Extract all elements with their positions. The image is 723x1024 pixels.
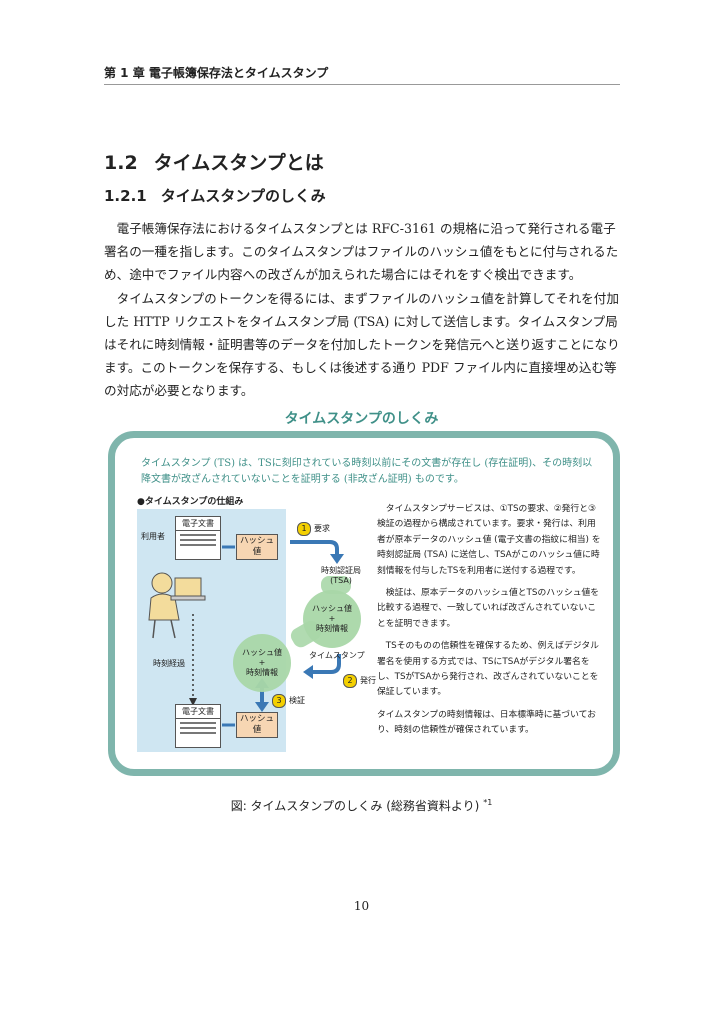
figure-description: タイムスタンプサービスは、①TSの要求、②発行と③検証の過程から構成されています… <box>377 502 602 746</box>
hash-box: ハッシュ値 <box>236 534 278 560</box>
stamp-icon <box>303 590 361 648</box>
footnote-ref[interactable]: *1 <box>483 798 493 807</box>
section-number: 1.2 <box>104 152 138 174</box>
tsa-label: 時刻認証局 (TSA) <box>321 566 361 585</box>
chapter-header: 第 1 章 電子帳簿保存法とタイムスタンプ <box>104 64 620 85</box>
stamp-hash-text: ハッシュ値 <box>312 604 352 613</box>
figure-intro: タイムスタンプ (TS) は、TSに刻印されている時刻以前にその文書が存在し (… <box>141 458 593 485</box>
subsection-number: 1.2.1 <box>104 187 147 205</box>
step-3-icon: 3 <box>272 694 286 708</box>
description-paragraph: 検証は、原本データのハッシュ値とTSのハッシュ値を比較する過程で、一致していれば… <box>377 588 600 629</box>
document-icon: 電子文書 <box>175 704 221 748</box>
diagram-graphics <box>148 540 351 727</box>
step-1-icon: 1 <box>297 522 311 536</box>
stamp-icon <box>233 634 291 692</box>
body-text: 電子帳簿保存法におけるタイムスタンプとは RFC-3161 の規格に沿って発行さ… <box>104 217 622 403</box>
caption-text: 図: タイムスタンプのしくみ (総務省資料より) <box>230 799 480 813</box>
user-figure-icon <box>148 572 206 639</box>
description-paragraph: タイムスタンプサービスは、①TSの要求、②発行と③検証の過程から構成されています… <box>377 504 601 576</box>
subsection-title: タイムスタンプのしくみ <box>160 187 326 205</box>
description-paragraph: TSそのものの信頼性を確保するため、例えばデジタル署名を使用する方式では、TSに… <box>377 641 599 698</box>
step-verify-label: 検証 <box>289 696 305 705</box>
figure-title: タイムスタンプのしくみ <box>284 411 439 427</box>
stamp-time-text: 時刻情報 <box>246 668 278 677</box>
subsection-heading: 1.2.1 タイムスタンプのしくみ <box>104 185 326 206</box>
figure-caption: 図: タイムスタンプのしくみ (総務省資料より) *1 <box>0 797 723 814</box>
stamp-contents: ハッシュ値 + 時刻情報 <box>303 604 361 634</box>
section-title: タイムスタンプとは <box>153 152 324 174</box>
elapsed-label: 時刻経過 <box>153 659 185 668</box>
paragraph: 電子帳簿保存法におけるタイムスタンプとは RFC-3161 の規格に沿って発行さ… <box>104 221 619 283</box>
hash-box: ハッシュ値 <box>236 712 278 738</box>
figure-panel: タイムスタンプ (TS) は、TSに刻印されている時刻以前にその文書が存在し (… <box>108 431 620 776</box>
document-label: 電子文書 <box>176 705 220 719</box>
user-label: 利用者 <box>141 532 165 541</box>
document-label: 電子文書 <box>176 517 220 531</box>
step-issue-label: 発行 <box>360 676 376 685</box>
stamp-contents: ハッシュ値 + 時刻情報 <box>233 648 291 678</box>
page-number: 10 <box>353 899 370 913</box>
stamp-plus: + <box>258 658 266 667</box>
description-paragraph: タイムスタンプの時刻情報は、日本標準時に基づいており、時刻の信頼性が確保されてい… <box>377 709 596 736</box>
paragraph: タイムスタンプのトークンを得るには、まずファイルのハッシュ値を計算してそれを付加… <box>104 290 620 399</box>
stamp-plus: + <box>328 614 336 623</box>
document-icon: 電子文書 <box>175 516 221 560</box>
mechanism-title: ●タイムスタンプの仕組み <box>137 497 244 507</box>
step-request-label: 要求 <box>314 524 330 533</box>
step-2-icon: 2 <box>343 674 357 688</box>
stamp-hash-text: ハッシュ値 <box>242 648 282 657</box>
section-heading: 1.2 タイムスタンプとは <box>104 148 324 175</box>
timestamp-label: タイムスタンプ <box>309 651 365 660</box>
stamp-time-text: 時刻情報 <box>316 624 348 633</box>
